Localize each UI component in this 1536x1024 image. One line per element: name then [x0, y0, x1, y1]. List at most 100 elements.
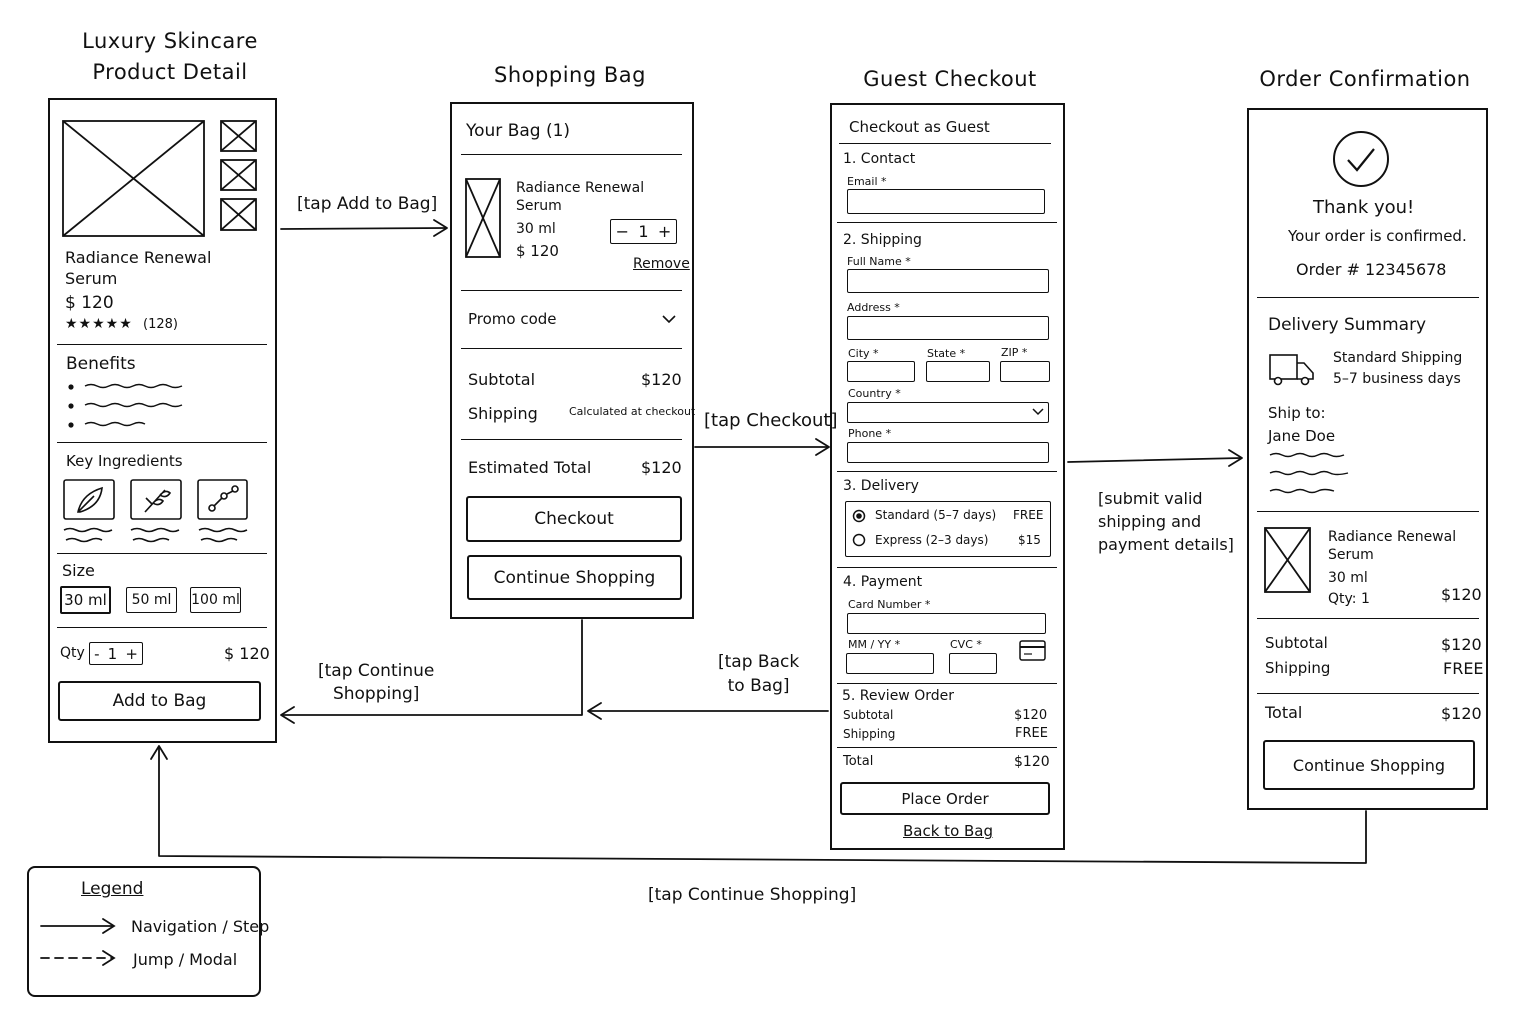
bag-qty-minus-button[interactable]: −	[615, 222, 630, 241]
confirmation-item-size: 30 ml	[1328, 570, 1368, 586]
country-select[interactable]	[847, 402, 1049, 423]
email-field[interactable]	[847, 189, 1045, 214]
state-label: State *	[927, 347, 966, 360]
confirmation-item-price: $120	[1441, 585, 1482, 604]
cvc-label: CVC *	[950, 638, 982, 651]
thank-you-heading: Thank you!	[1313, 197, 1415, 218]
divider	[1257, 618, 1479, 619]
divider	[839, 143, 1051, 144]
product-review-count: (128)	[143, 317, 178, 332]
review-subtotal-value: $120	[1014, 708, 1048, 723]
arrow-product-to-bag	[280, 227, 447, 230]
arrow-confirmation-to-product	[158, 746, 1367, 864]
divider	[1257, 297, 1479, 298]
recipient-name: Jane Doe	[1268, 427, 1336, 445]
botanical-icon	[130, 479, 182, 520]
add-to-bag-button[interactable]: Add to Bag	[58, 681, 261, 721]
key-ingredients-heading: Key Ingredients	[66, 452, 183, 470]
arrow-bag-to-product	[281, 619, 583, 716]
size-label: Size	[62, 561, 95, 580]
delivery-summary-heading: Delivery Summary	[1268, 315, 1427, 335]
shipping-section-heading: 2. Shipping	[843, 232, 922, 248]
full-name-field[interactable]	[847, 269, 1049, 293]
divider	[461, 348, 682, 349]
radio-standard-selected	[852, 509, 866, 523]
product-name-line2: Serum	[65, 269, 118, 288]
transition-continue-from-confirmation: [tap Continue Shopping]	[648, 885, 857, 905]
checkout-button-label: Checkout	[534, 509, 614, 529]
full-name-label: Full Name *	[847, 255, 911, 268]
bag-screen-title: Shopping Bag	[494, 63, 646, 87]
qty-line-price: $ 120	[224, 644, 270, 663]
bag-subtotal-value: $120	[641, 370, 682, 389]
divider	[1257, 693, 1479, 694]
product-price: $ 120	[65, 293, 114, 313]
back-to-bag-link[interactable]: Back to Bag	[903, 822, 994, 840]
express-delivery-option[interactable]: Express (2–3 days)	[875, 533, 989, 547]
address-field[interactable]	[847, 316, 1049, 340]
confirmation-continue-shopping-button[interactable]: Continue Shopping	[1263, 740, 1475, 790]
confirmation-subtotal-value: $120	[1441, 635, 1482, 654]
product-detail-frame	[48, 98, 277, 743]
product-rating-stars: ★★★★★	[65, 316, 133, 332]
review-total-value: $120	[1014, 754, 1050, 770]
place-order-button[interactable]: Place Order	[840, 782, 1050, 815]
divider	[1257, 511, 1479, 512]
leaf-icon	[63, 479, 115, 520]
bag-item-name-line2: Serum	[516, 198, 562, 214]
transition-checkout: [tap Checkout]	[704, 410, 838, 431]
divider	[57, 442, 267, 443]
qty-value: 1	[107, 644, 118, 663]
zip-field[interactable]	[1000, 361, 1050, 382]
review-subtotal-label: Subtotal	[843, 708, 894, 722]
molecule-icon	[197, 479, 248, 520]
bag-estimated-total-value: $120	[641, 458, 682, 477]
expiry-field[interactable]	[846, 653, 934, 674]
state-field[interactable]	[926, 361, 990, 382]
size-option-100ml[interactable]: 100 ml	[190, 587, 241, 613]
confirmation-total-label: Total	[1265, 703, 1303, 722]
standard-delivery-option[interactable]: Standard (5–7 days)	[875, 508, 997, 522]
bag-qty-stepper[interactable]: − 1 +	[610, 219, 677, 244]
legend-box	[27, 866, 261, 997]
promo-code-toggle[interactable]: Promo code	[468, 310, 557, 328]
legend-jump-label: Jump / Modal	[133, 950, 238, 969]
bag-qty-value: 1	[638, 222, 649, 241]
qty-stepper[interactable]: - 1 +	[89, 642, 143, 665]
place-order-label: Place Order	[901, 789, 989, 808]
address-label: Address *	[847, 301, 900, 314]
add-to-bag-label: Add to Bag	[112, 691, 207, 711]
qty-minus-button[interactable]: -	[94, 644, 100, 663]
bag-item-size: 30 ml	[516, 221, 556, 237]
size-option-label: 100 ml	[191, 592, 240, 608]
checkout-button[interactable]: Checkout	[466, 496, 682, 542]
bag-continue-shopping-button[interactable]: Continue Shopping	[467, 555, 682, 600]
product-screen-title: Luxury Skincare Product Detail	[82, 29, 258, 84]
qty-plus-button[interactable]: +	[125, 644, 138, 663]
size-option-30ml[interactable]: 30 ml	[60, 586, 111, 614]
confirmation-shipping-value: FREE	[1443, 659, 1484, 678]
phone-field[interactable]	[847, 442, 1049, 463]
bag-estimated-total-label: Estimated Total	[468, 458, 592, 477]
card-number-field[interactable]	[847, 613, 1046, 634]
bag-remove-link[interactable]: Remove	[633, 256, 690, 272]
confirmation-item-name-line2: Serum	[1328, 547, 1374, 563]
express-delivery-price: $15	[1018, 533, 1041, 547]
cvc-field[interactable]	[949, 653, 997, 674]
bag-qty-plus-button[interactable]: +	[657, 222, 672, 241]
review-total-label: Total	[843, 754, 874, 769]
expiry-label: MM / YY *	[848, 638, 901, 651]
size-option-50ml[interactable]: 50 ml	[126, 587, 177, 613]
order-number: Order # 12345678	[1296, 260, 1447, 279]
bag-subtotal-label: Subtotal	[468, 370, 536, 389]
bag-shipping-value: Calculated at checkout	[569, 405, 696, 418]
city-field[interactable]	[847, 361, 915, 382]
